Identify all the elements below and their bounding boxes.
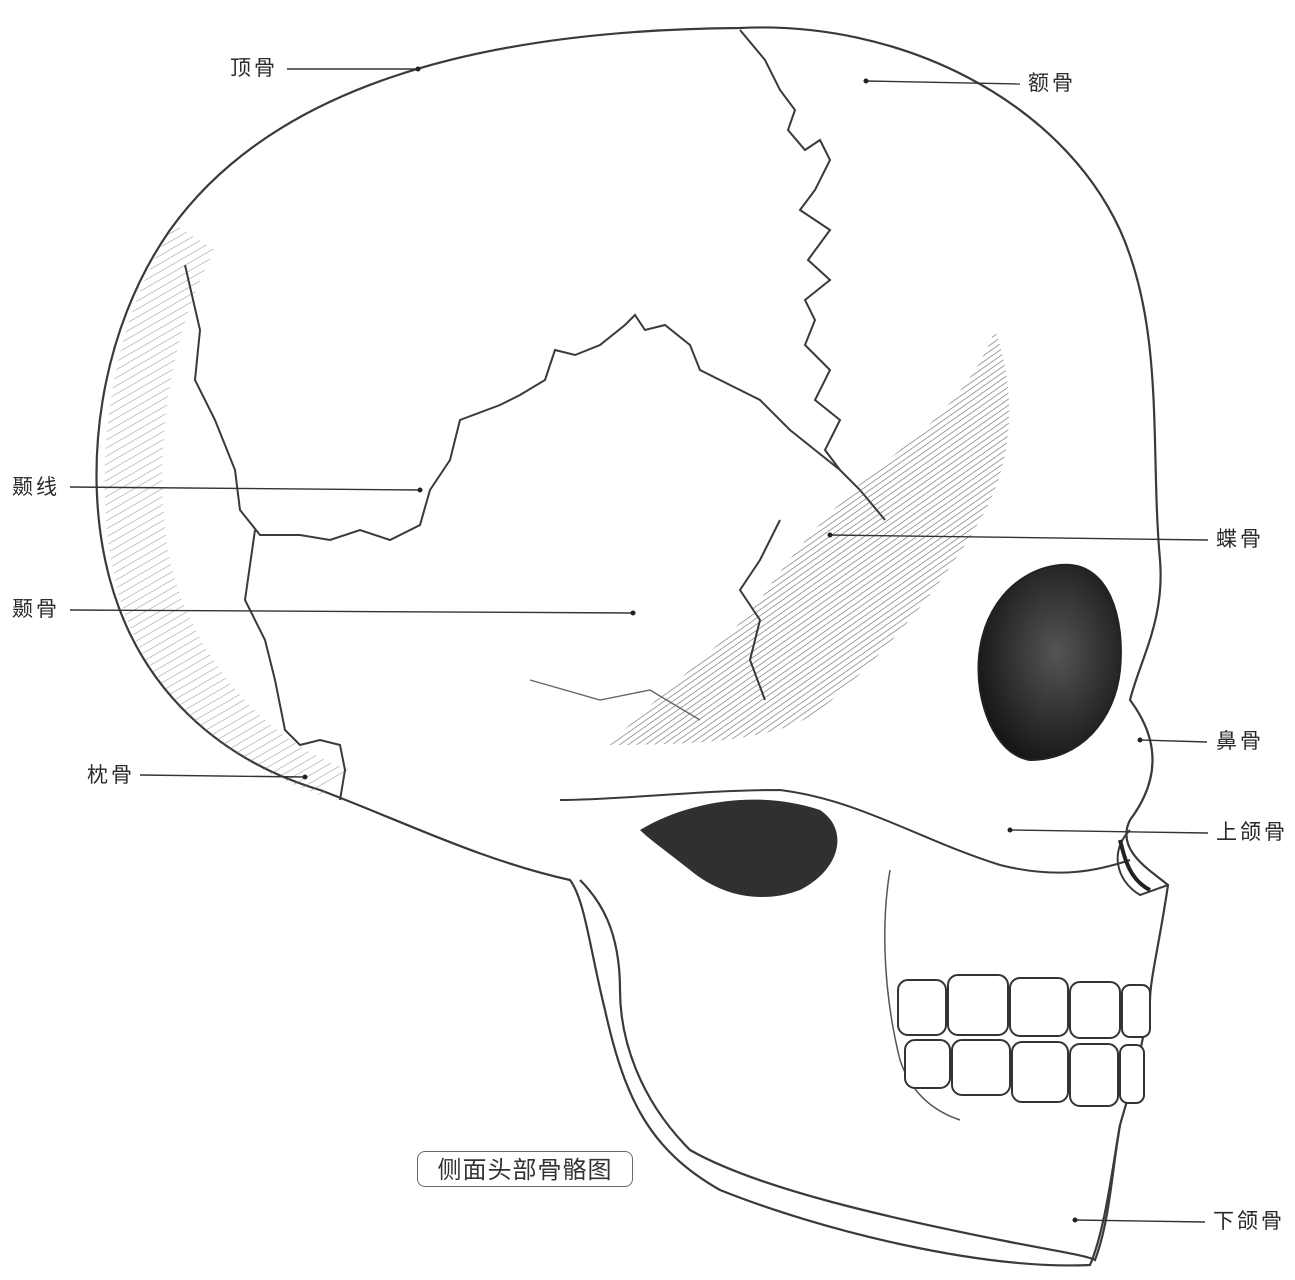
upper-teeth xyxy=(898,975,1150,1038)
figure-caption: 侧面头部骨骼图 xyxy=(417,1151,633,1187)
label-occipital: 枕骨 xyxy=(87,765,135,786)
label-maxilla: 上颌骨 xyxy=(1216,822,1288,843)
coronal-suture xyxy=(740,30,840,470)
label-nasal: 鼻骨 xyxy=(1216,731,1264,752)
label-mandible: 下颌骨 xyxy=(1213,1211,1285,1232)
sphenoid-shading xyxy=(610,330,1009,745)
label-temporal: 颞骨 xyxy=(12,599,60,620)
label-frontal: 额骨 xyxy=(1028,73,1076,94)
zygomatic-fossa xyxy=(640,800,837,897)
orbit xyxy=(978,565,1120,760)
label-parietal: 顶骨 xyxy=(230,58,278,79)
lower-teeth xyxy=(905,1040,1144,1106)
temporal-line-path xyxy=(185,265,885,540)
label-temporal-line: 颞线 xyxy=(12,477,60,498)
label-sphenoid: 蝶骨 xyxy=(1216,529,1264,550)
